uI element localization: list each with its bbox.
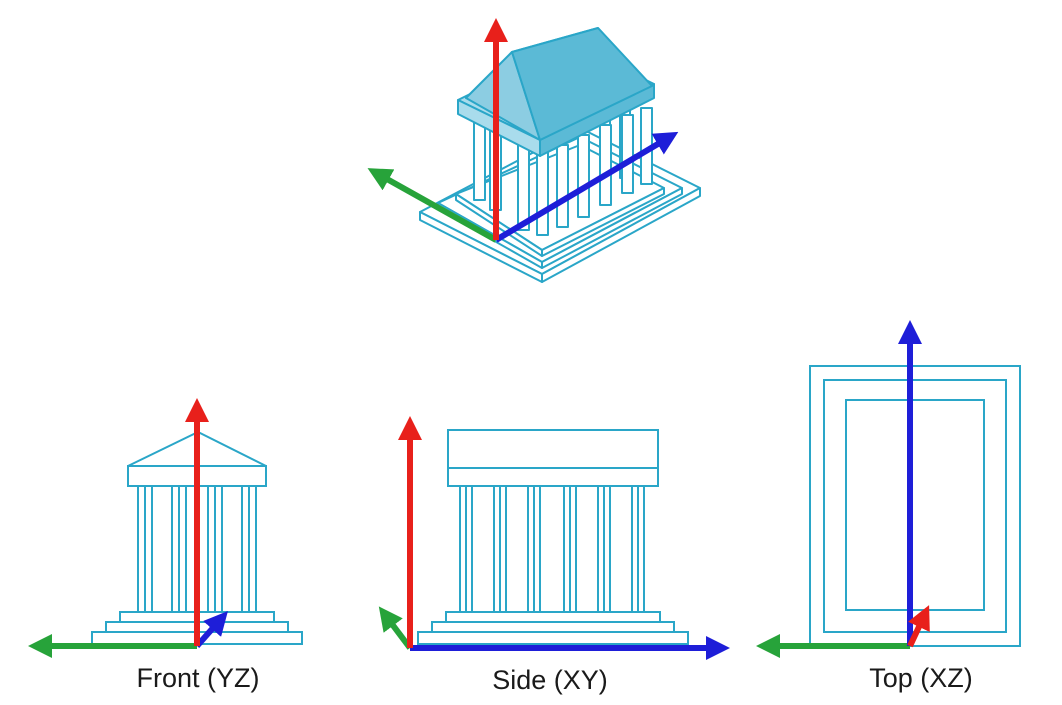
side-y-axis-arrow	[378, 606, 413, 650]
side-view	[378, 416, 730, 660]
side-view-label: Side (XY)	[492, 665, 608, 695]
side-axes	[378, 416, 730, 660]
isometric-z-axis-arrow	[494, 131, 679, 243]
side-temple	[417, 429, 689, 645]
front-z-axis-arrow	[194, 611, 228, 648]
top-view-label: Top (XZ)	[869, 663, 973, 693]
isometric-temple	[419, 27, 701, 283]
isometric-view	[367, 18, 701, 283]
isometric-axes	[367, 18, 679, 243]
top-view	[756, 320, 1021, 658]
front-view-label: Front (YZ)	[136, 663, 260, 693]
front-view	[28, 398, 303, 658]
front-axes	[28, 398, 228, 658]
top-axes	[756, 320, 930, 658]
top-x-axis-arrow	[907, 605, 930, 648]
isometric-y-axis-arrow	[367, 168, 498, 243]
top-temple	[809, 365, 1021, 647]
